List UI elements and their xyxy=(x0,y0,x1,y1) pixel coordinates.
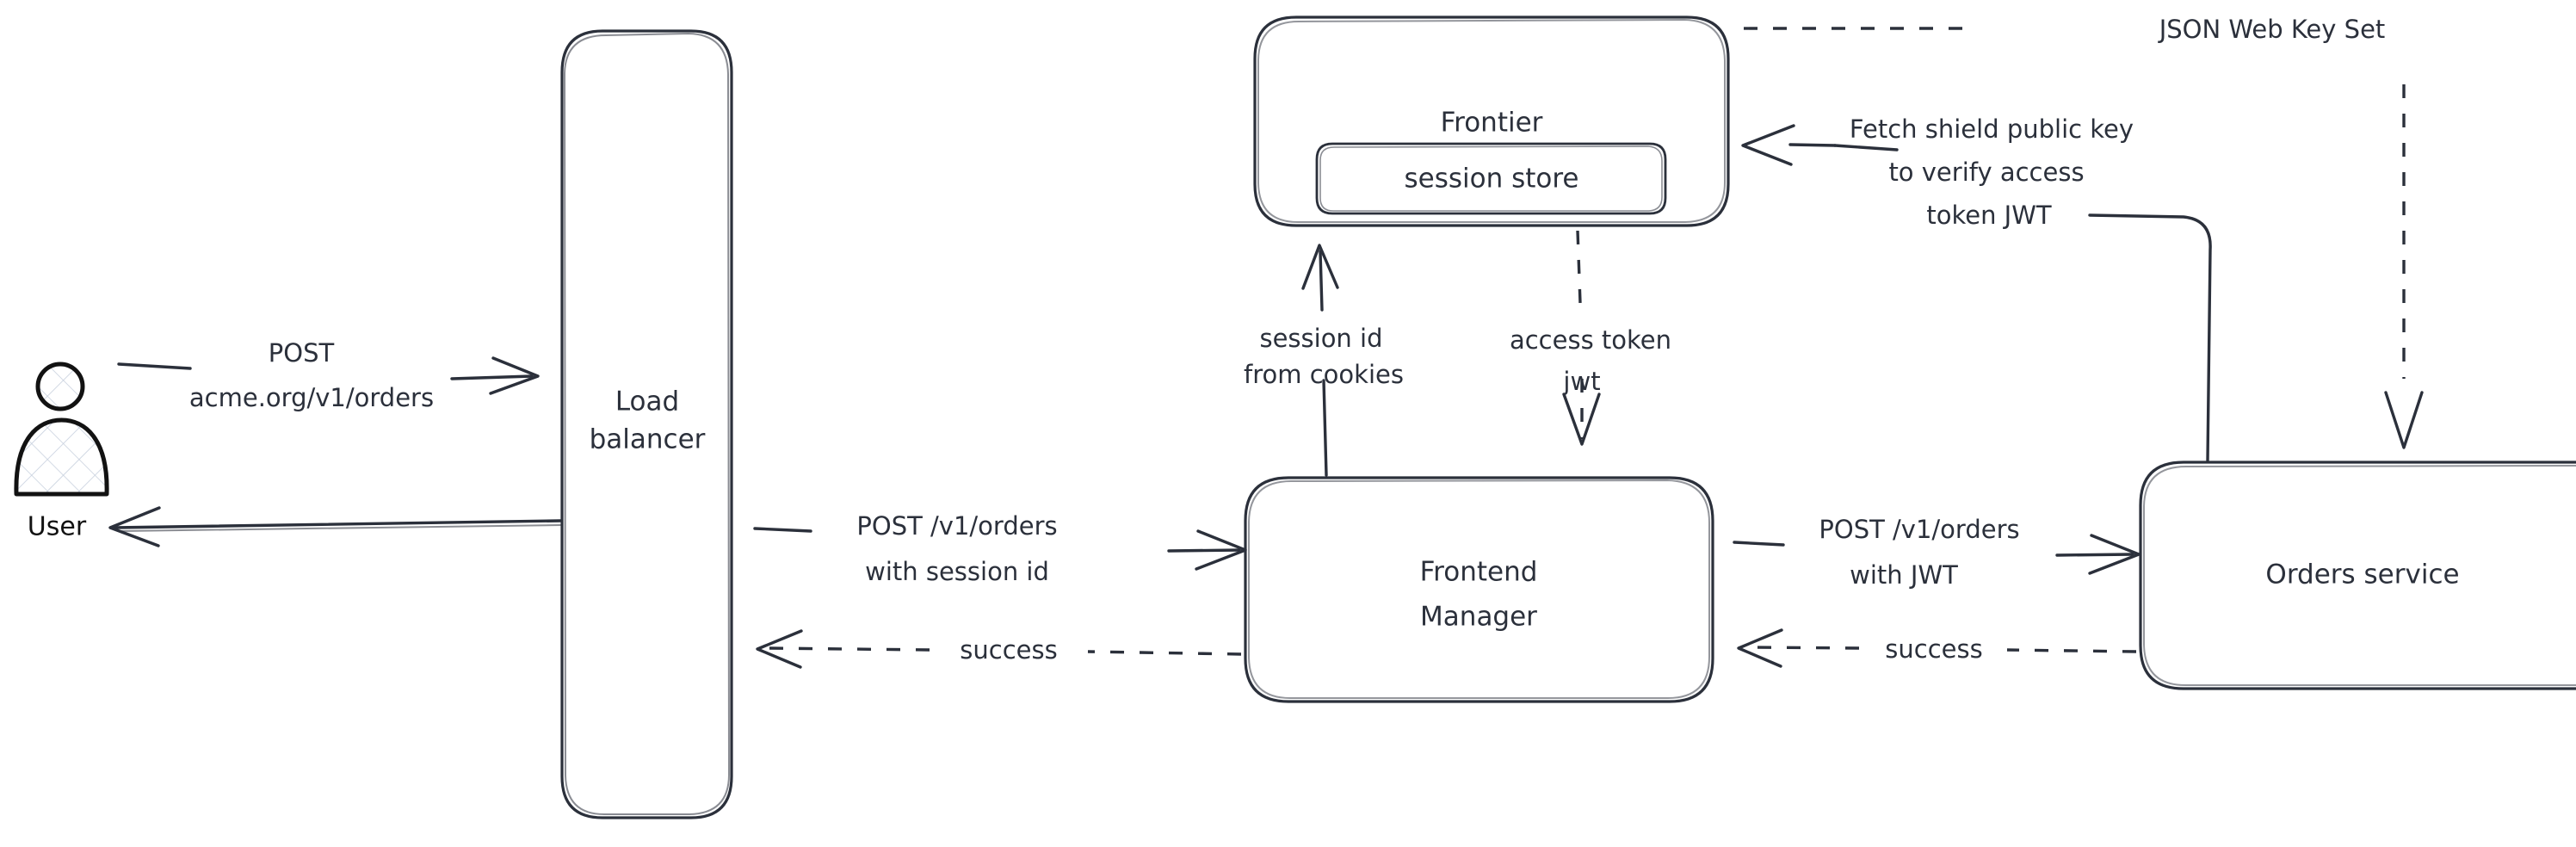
edge-user-to-lb-label-line1: POST xyxy=(269,338,335,368)
user-avatar-icon xyxy=(14,362,109,497)
edge-frontier-to-frontend-manager: access token jwt xyxy=(1510,230,1671,446)
node-session-store[interactable]: session store xyxy=(1315,142,1667,215)
edge-frontend-manager-to-load-balancer: success xyxy=(756,629,1242,669)
edge-orders-to-frontier-label-line1: Fetch shield public key xyxy=(1850,114,2134,144)
edge-orders-to-frontier-label-line2: to verify access xyxy=(1888,158,2084,187)
edge-lb-to-fm-label-line1: POST /v1/orders xyxy=(856,511,1057,541)
edge-user-to-lb-label-line2: acme.org/v1/orders xyxy=(189,383,434,412)
edge-fm-to-lb-label: success xyxy=(960,635,1057,665)
node-orders-service[interactable]: Orders service xyxy=(2139,461,2576,690)
node-orders-service-label: Orders service xyxy=(2265,560,2459,590)
node-user[interactable]: User xyxy=(14,362,109,542)
edge-frontier-to-fm-label-line1: access token xyxy=(1510,325,1671,355)
node-frontier[interactable]: Frontier session store xyxy=(1253,15,1730,227)
edge-lb-to-fm-label-line2: with session id xyxy=(865,557,1049,586)
node-frontend-manager-label-line2: Manager xyxy=(1420,602,1537,633)
edge-fm-to-orders-label-line2: with JWT xyxy=(1850,560,1958,590)
edge-load-balancer-to-user xyxy=(108,506,562,547)
node-session-store-label: session store xyxy=(1404,164,1578,195)
node-user-label: User xyxy=(28,512,87,542)
edge-frontier-to-fm-label-line2: jwt xyxy=(1562,367,1600,396)
edge-frontend-manager-to-frontier: session id from cookies xyxy=(1244,244,1404,477)
edge-frontend-manager-to-orders-service: POST /v1/orders with JWT xyxy=(1733,515,2140,590)
edge-fm-to-orders-label-line1: POST /v1/orders xyxy=(1819,515,2019,544)
edge-fm-to-frontier-label-line2: from cookies xyxy=(1244,360,1404,389)
edge-frontier-to-orders-label: JSON Web Key Set xyxy=(2158,15,2386,44)
node-load-balancer-label-line1: Load xyxy=(615,386,679,417)
edge-orders-service-to-frontend-manager: success xyxy=(1737,628,2137,668)
edge-user-to-load-balancer: POST acme.org/v1/orders xyxy=(117,338,540,412)
node-frontend-manager[interactable]: Frontend Manager xyxy=(1244,476,1714,703)
edge-orders-to-fm-label: success xyxy=(1885,634,1982,664)
edge-frontier-to-orders-service: JSON Web Key Set xyxy=(1744,15,2424,449)
edge-orders-to-frontier-label-line3: token JWT xyxy=(1926,201,2052,230)
node-frontend-manager-label-line1: Frontend xyxy=(1420,557,1538,588)
node-load-balancer-label-line2: balancer xyxy=(590,424,706,455)
edge-fm-to-frontier-label-line1: session id xyxy=(1259,324,1382,353)
node-frontier-label: Frontier xyxy=(1441,108,1543,139)
edge-orders-service-to-frontier: Fetch shield public key to verify access… xyxy=(1741,114,2212,462)
edge-load-balancer-to-frontend-manager: POST /v1/orders with session id xyxy=(753,511,1247,586)
node-load-balancer[interactable]: Load balancer xyxy=(560,29,733,819)
